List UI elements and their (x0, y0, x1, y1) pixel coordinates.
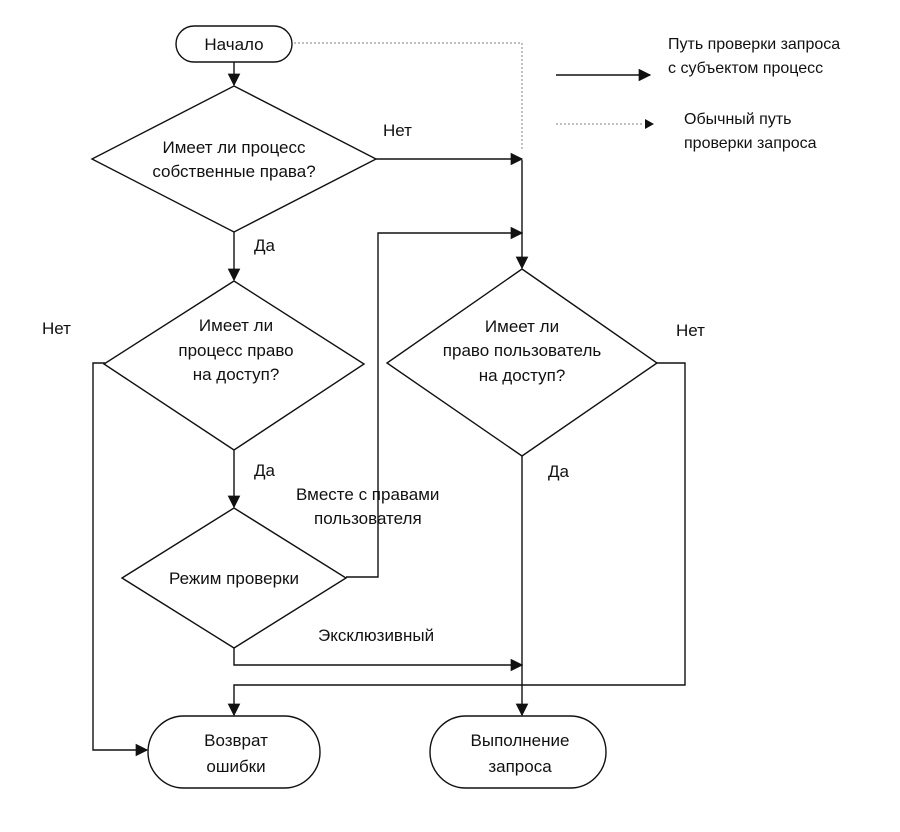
q1-line1: Имеет ли процесс (162, 138, 306, 157)
q2-line1: Имеет ли (199, 316, 273, 335)
q3-line1: Имеет ли (485, 317, 559, 336)
start-node: Начало (175, 25, 293, 63)
legend: Путь проверки запроса с субъектом процес… (556, 36, 840, 152)
label-yes-q1: Да (254, 236, 276, 255)
label-no-q3: Нет (676, 321, 705, 340)
label-with-user-rights-line1: Вместе с правами (296, 485, 439, 504)
error-line2: ошибки (206, 757, 265, 776)
q2-line3: на доступ? (193, 365, 280, 384)
legend-solid-line2: с субъектом процесс (668, 60, 823, 77)
label-exclusive: Эксклюзивный (318, 626, 434, 645)
legend-solid-line1: Путь проверки запроса (668, 36, 840, 53)
edge-labels: Нет Да Нет Да Нет Да Вместе с правами по… (42, 121, 705, 645)
decision-own-rights: Имеет ли процесс собственные права? (90, 85, 378, 233)
q3-line2: право пользователь (443, 341, 602, 360)
legend-dotted-line2: проверки запроса (684, 135, 817, 152)
execute-line2: запроса (488, 757, 552, 776)
q3-line3: на доступ? (479, 366, 566, 385)
decision-process-access: Имеет ли процесс право на доступ? (102, 280, 366, 451)
error-line1: Возврат (204, 731, 268, 750)
mode-with-user-rights-path (346, 226, 524, 578)
label-no-q1: Нет (383, 121, 412, 140)
label-yes-q2: Да (254, 461, 276, 480)
label-no-q2: Нет (42, 319, 71, 338)
mode-exclusive-path (233, 648, 524, 672)
mode-label: Режим проверки (169, 569, 299, 588)
execute-line1: Выполнение (471, 731, 570, 750)
normal-path-dotted (294, 42, 523, 150)
label-with-user-rights-line2: пользователя (314, 509, 422, 528)
q1-line2: собственные права? (152, 162, 315, 181)
legend-dotted-arrowhead (645, 119, 654, 129)
start-label: Начало (204, 35, 263, 54)
decision-check-mode: Режим проверки (120, 507, 348, 649)
legend-dotted-line1: Обычный путь (684, 111, 792, 128)
decision-user-access: Имеет ли право пользователь на доступ? (385, 268, 659, 457)
terminal-return-error: Возврат ошибки (147, 715, 321, 789)
terminal-execute-request: Выполнение запроса (429, 715, 607, 789)
q2-no-path (92, 362, 149, 757)
label-yes-q3: Да (548, 462, 570, 481)
q2-line2: процесс право (178, 341, 293, 360)
connectors (92, 62, 686, 757)
q3-no-path (227, 362, 686, 717)
